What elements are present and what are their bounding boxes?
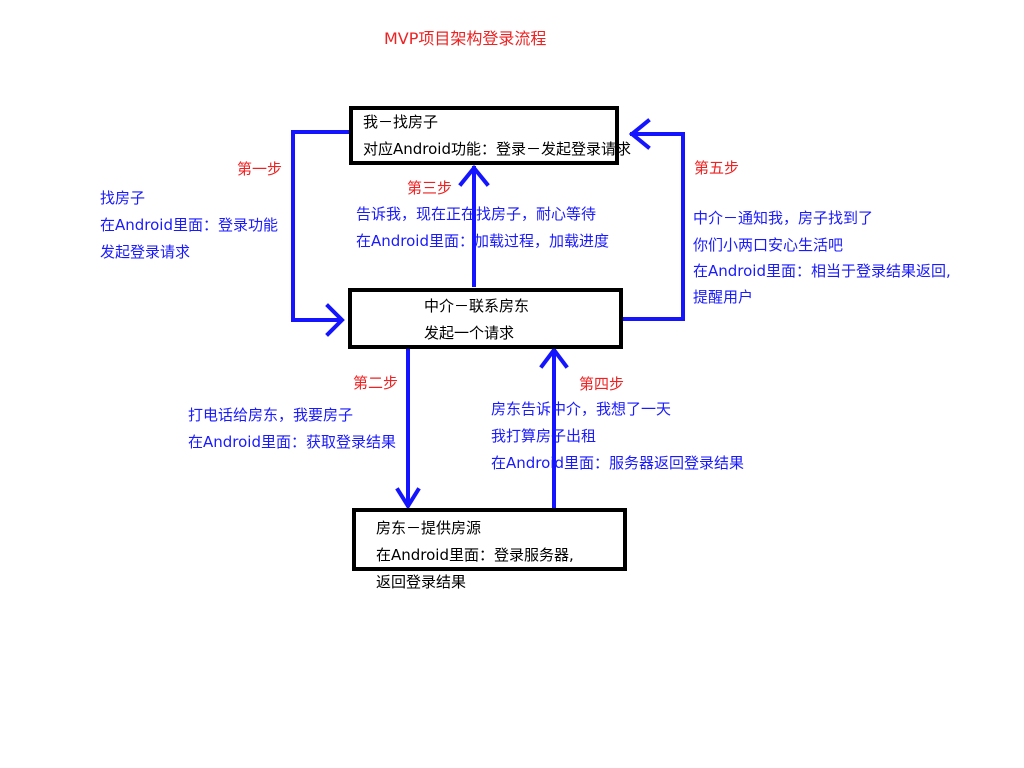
step5-note-line: 中介－通知我，房子找到了 [693, 209, 874, 227]
node-me-line1: 我－找房子 [363, 113, 439, 131]
step4-note-line: 在Android里面：服务器返回登录结果 [491, 454, 744, 472]
node-landlord-box [352, 508, 627, 571]
step2-note-line: 打电话给房东，我要房子 [188, 406, 354, 424]
step2-note-line: 在Android里面：获取登录结果 [188, 433, 396, 451]
step3-note-line: 告诉我，现在正在找房子，耐心等待 [356, 205, 597, 223]
step4-note-line: 房东告诉中介，我想了一天 [491, 400, 672, 418]
step4-label: 第四步 [579, 375, 625, 393]
node-me-box [349, 106, 619, 165]
arrow-step5 [621, 132, 685, 321]
step5-note-line: 提醒用户 [693, 288, 754, 306]
node-agent-box [348, 288, 623, 349]
step4-note-line: 我打算房子出租 [491, 427, 597, 445]
step1-note-line: 发起登录请求 [100, 243, 191, 261]
step5-label: 第五步 [694, 159, 740, 177]
node-agent-line1: 中介－联系房东 [424, 297, 530, 315]
arrowhead-step4 [539, 346, 569, 369]
node-agent-line2: 发起一个请求 [424, 324, 515, 342]
step1-note-line: 在Android里面：登录功能 [100, 216, 278, 234]
arrowhead-step5 [628, 118, 651, 150]
arrow-step1 [291, 130, 352, 322]
step5-note-line: 你们小两口安心生活吧 [693, 236, 844, 254]
arrowhead-step2 [395, 487, 421, 510]
step1-label: 第一步 [237, 160, 283, 178]
node-landlord-line3: 返回登录结果 [376, 573, 467, 591]
arrowhead-step3 [458, 164, 490, 187]
arrowhead-step1 [325, 303, 345, 337]
step3-note-line: 在Android里面：加载过程，加载进度 [356, 232, 609, 250]
step2-label: 第二步 [353, 374, 399, 392]
step1-note-line: 找房子 [100, 189, 146, 207]
node-landlord-line1: 房东－提供房源 [376, 519, 482, 537]
node-landlord-line2: 在Android里面：登录服务器, [376, 546, 574, 564]
step3-label: 第三步 [407, 179, 453, 197]
diagram-title: MVP项目架构登录流程 [384, 29, 547, 48]
step5-note-line: 在Android里面：相当于登录结果返回, [693, 262, 951, 280]
node-me-line2: 对应Android功能：登录－发起登录请求 [363, 140, 631, 158]
